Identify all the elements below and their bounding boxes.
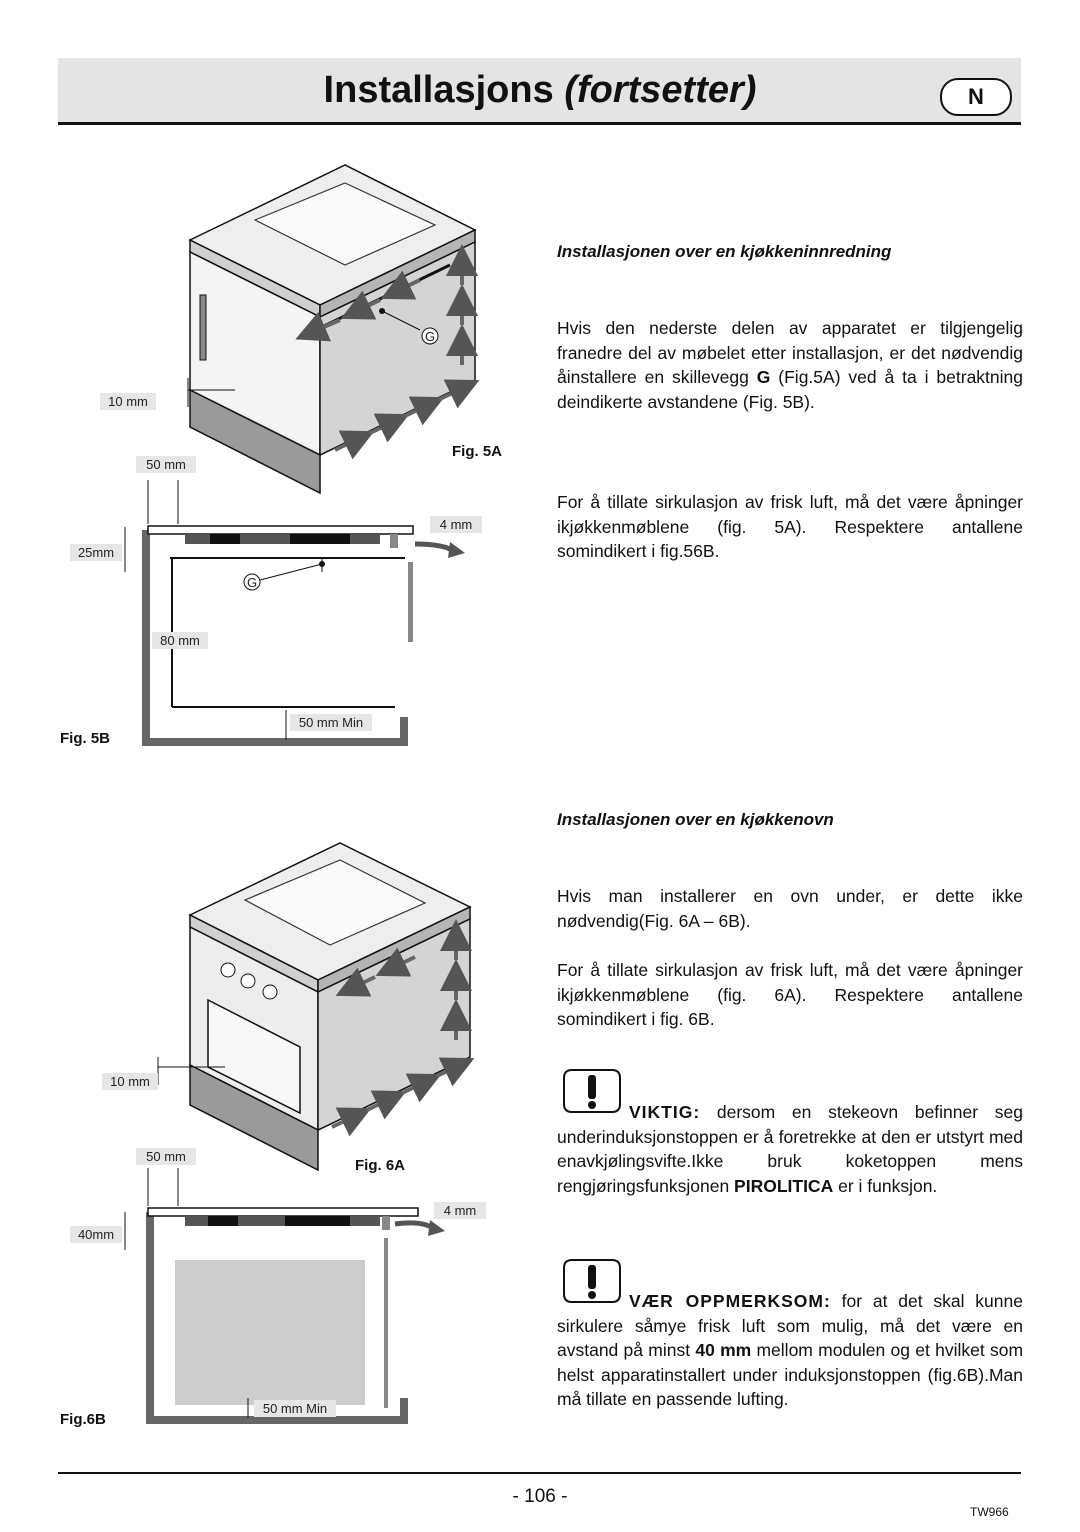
warning1-text: VIKTIG: dersom en stekeovn befinner seg … (557, 1102, 1023, 1196)
section2-paragraph2: For å tillate sirkulasjon av frisk luft,… (557, 960, 1023, 1029)
page-title: Installasjons (fortsetter) (323, 69, 757, 111)
dim-80mm: 80 mm (160, 633, 200, 648)
caution-icon (563, 1259, 621, 1303)
dim-50mm-min-6b: 50 mm Min (263, 1401, 327, 1416)
marker-g: G (425, 329, 435, 344)
header-band (58, 58, 1021, 122)
airflow-arrows (295, 244, 480, 460)
section1-paragraph1: Hvis den nederste delen av apparatet er … (557, 318, 1023, 412)
warning-icon (563, 1069, 621, 1113)
dim-50mm-6b: 50 mm (146, 1149, 186, 1164)
dim-4mm: 4 mm (440, 517, 473, 532)
language-badge: N (940, 78, 1012, 116)
figure-5a: G 10 mm Fig. 5A (100, 164, 502, 495)
section2-heading: Installasjonen over en kjøkkenovn (557, 810, 834, 829)
section1-heading: Installasjonen over en kjøkkeninnredning (557, 242, 892, 261)
footer-rule (58, 1472, 1021, 1474)
fig5a-label: Fig. 5A (452, 443, 502, 460)
dim-50mm-min: 50 mm Min (299, 715, 363, 730)
figure-6a: 10 mm Fig. 6A (102, 842, 475, 1174)
dim-50mm: 50 mm (146, 457, 186, 472)
dim-10mm-6a: 10 mm (110, 1074, 150, 1089)
dim-10mm: 10 mm (108, 394, 148, 409)
page-number: - 106 - (512, 1486, 568, 1507)
section1-paragraph2: For å tillate sirkulasjon av frisk luft,… (557, 492, 1023, 561)
dim-40mm: 40mm (78, 1227, 114, 1242)
marker-g-5b: G (247, 575, 257, 590)
figure-6b: 50 mm 4 mm 40mm 50 mm Min Fig.6B (60, 1148, 486, 1428)
figure-5b: G 50 mm 4 mm 25mm 80 mm 50 mm Min Fig. 5… (60, 456, 482, 747)
dim-25mm: 25mm (78, 545, 114, 560)
dim-4mm-6b: 4 mm (444, 1203, 477, 1218)
header-rule (58, 122, 1021, 125)
fig6b-label: Fig.6B (60, 1411, 106, 1428)
airflow-arrows-6a (331, 919, 475, 1137)
document-code: TW966 (970, 1505, 1009, 1519)
warning2-text: VÆR OPPMERKSOM: for at det skal kunne si… (557, 1291, 1024, 1409)
section2-paragraph1: Hvis man installerer en ovn under, er de… (557, 886, 1023, 931)
fig5b-label: Fig. 5B (60, 730, 110, 747)
fig6a-label: Fig. 6A (355, 1157, 405, 1174)
